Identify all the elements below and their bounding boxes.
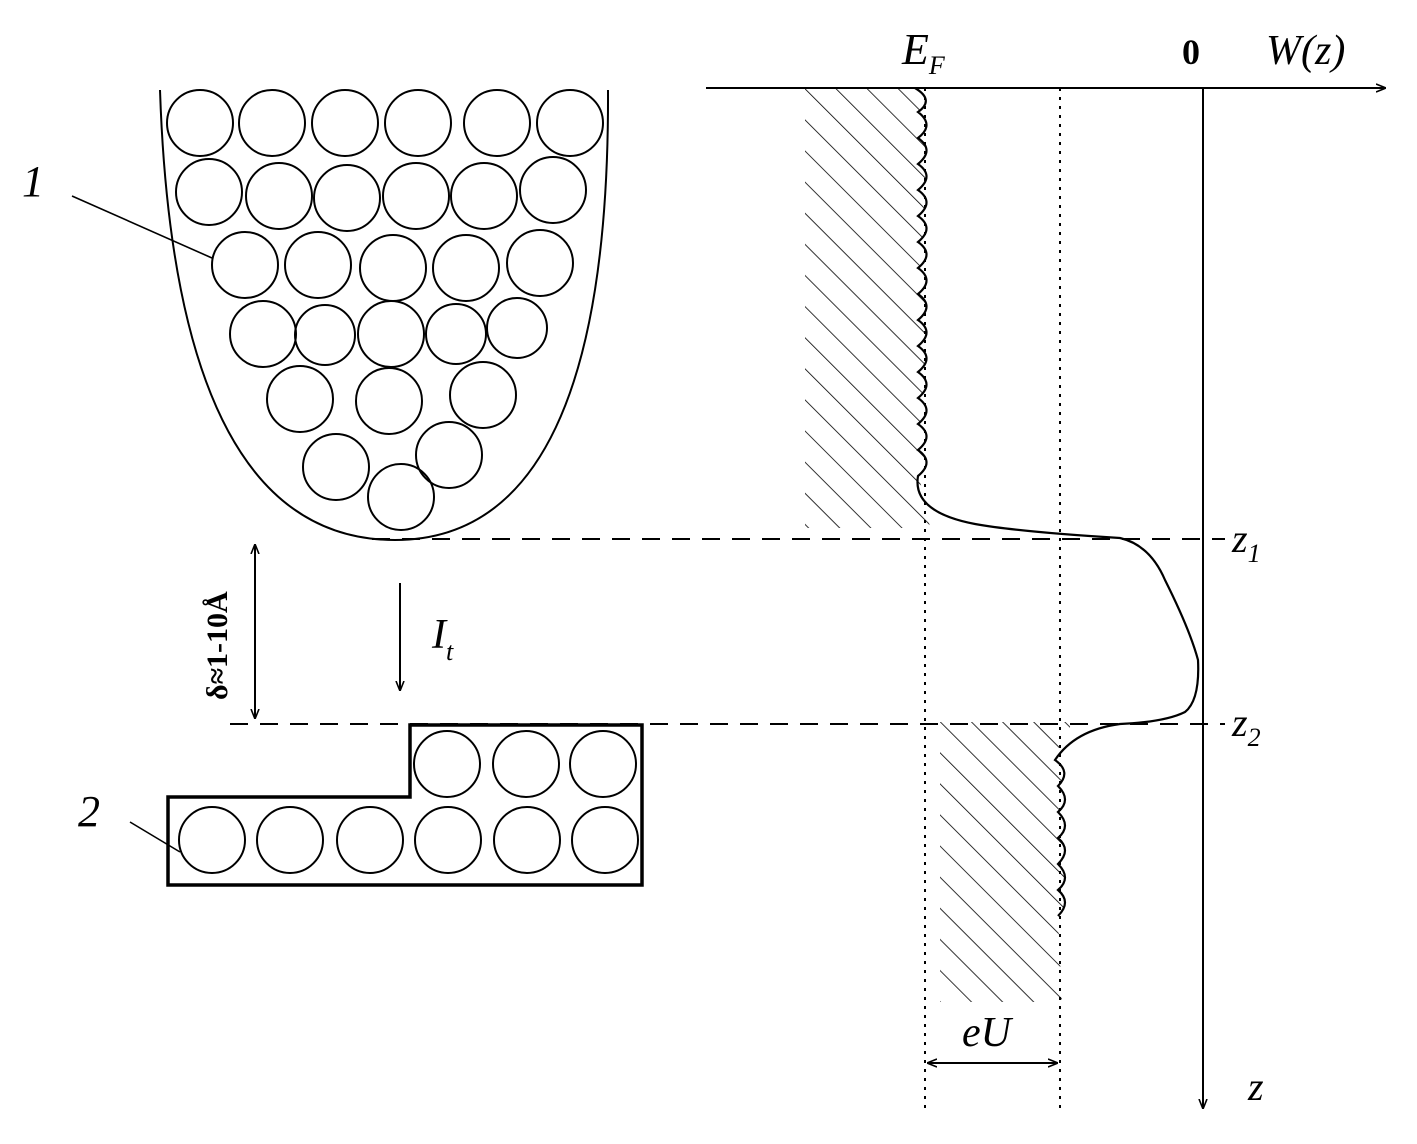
tip-atom xyxy=(211,231,279,299)
tip-atom xyxy=(175,158,243,226)
tip-atom xyxy=(166,89,234,157)
tip-atom xyxy=(311,89,379,157)
tip-atom xyxy=(486,297,548,359)
potential-profile-curve xyxy=(914,87,1200,917)
tip-atoms xyxy=(166,89,604,531)
tip-atom xyxy=(294,304,356,366)
sample-number: 2 xyxy=(78,787,100,836)
tip-atom xyxy=(382,162,450,230)
tip-atom xyxy=(284,231,352,299)
sample-atom xyxy=(571,806,639,874)
tip-atom xyxy=(450,162,518,230)
tip-atom xyxy=(415,421,483,489)
tip-atom xyxy=(313,164,381,232)
tip-atom xyxy=(238,89,306,157)
tip-outline xyxy=(159,89,610,542)
sample-leader-line xyxy=(129,821,181,853)
tip-atom xyxy=(506,229,574,297)
sample-atom xyxy=(256,806,324,874)
energy-diagram: eU EF 0 W(z) z1 z2 z xyxy=(706,25,1385,1110)
gap-region: δ≈1-10Å It xyxy=(201,545,454,718)
sample-atoms xyxy=(178,730,639,874)
tip-atom xyxy=(266,365,334,433)
tip-leader-line xyxy=(71,195,213,259)
sample-atom xyxy=(569,730,637,798)
sample-atom xyxy=(413,730,481,798)
tip-atom xyxy=(302,433,370,501)
energy-axis-label: W(z) xyxy=(1266,28,1345,74)
tip-atom xyxy=(229,300,297,368)
gap-label: δ≈1-10Å xyxy=(201,591,234,700)
tip-atom xyxy=(359,234,427,302)
sample-atom xyxy=(336,806,404,874)
fermi-level-label: EF xyxy=(901,25,946,80)
zero-label: 0 xyxy=(1182,32,1200,72)
z2-label: z2 xyxy=(1231,700,1261,752)
sample-atom xyxy=(492,730,560,798)
tip-atom xyxy=(425,303,487,365)
tip-atom xyxy=(449,361,517,429)
tip-atom xyxy=(536,89,604,157)
tip-atom xyxy=(245,162,313,230)
sample: 2 xyxy=(78,723,644,887)
tip-atom xyxy=(519,156,587,224)
tip-atom xyxy=(357,300,425,368)
z-axis-label: z xyxy=(1247,1064,1264,1109)
tip: 1 xyxy=(22,89,610,542)
sample-atom xyxy=(414,806,482,874)
tip-atom xyxy=(384,89,452,157)
tip-number: 1 xyxy=(22,157,44,206)
sample-occupied-states xyxy=(940,722,1070,1002)
sample-outline xyxy=(166,723,644,887)
sample-atom xyxy=(493,806,561,874)
tip-atom xyxy=(355,367,423,435)
current-label: It xyxy=(431,612,454,666)
bias-label: eU xyxy=(962,1010,1014,1056)
tip-atom xyxy=(367,463,435,531)
z1-label: z1 xyxy=(1231,516,1261,568)
tip-atom xyxy=(463,89,531,157)
sample-atom xyxy=(178,806,246,874)
tip-occupied-states xyxy=(805,88,930,528)
tip-atom xyxy=(432,234,500,302)
